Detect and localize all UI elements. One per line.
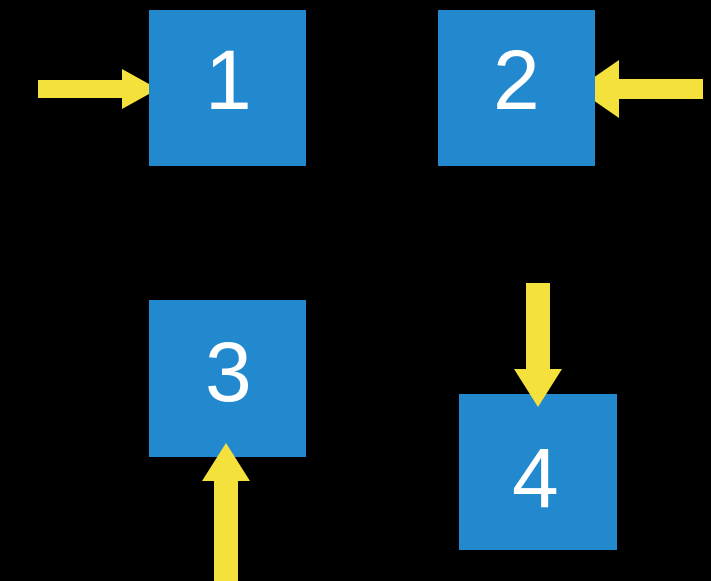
arrow-down-into-node-4 [514, 283, 562, 407]
arrow-left-shape [577, 60, 703, 118]
arrow-right-into-node-1 [38, 69, 158, 109]
node-label-4: 4 [512, 431, 559, 525]
arrow-left-into-node-2 [577, 60, 703, 118]
arrow-up-into-node-3 [202, 443, 250, 581]
arrow-down-shape [514, 283, 562, 407]
node-label-1: 1 [205, 33, 252, 127]
node-label-2: 2 [493, 33, 540, 127]
node-box-3[interactable] [149, 300, 306, 457]
node-box-4[interactable] [459, 394, 617, 550]
node-label-3: 3 [205, 325, 252, 419]
node-box-1[interactable] [149, 10, 306, 166]
node-box-2[interactable] [438, 10, 595, 166]
arrow-right-shape [38, 69, 158, 109]
arrow-up-shape [202, 443, 250, 581]
